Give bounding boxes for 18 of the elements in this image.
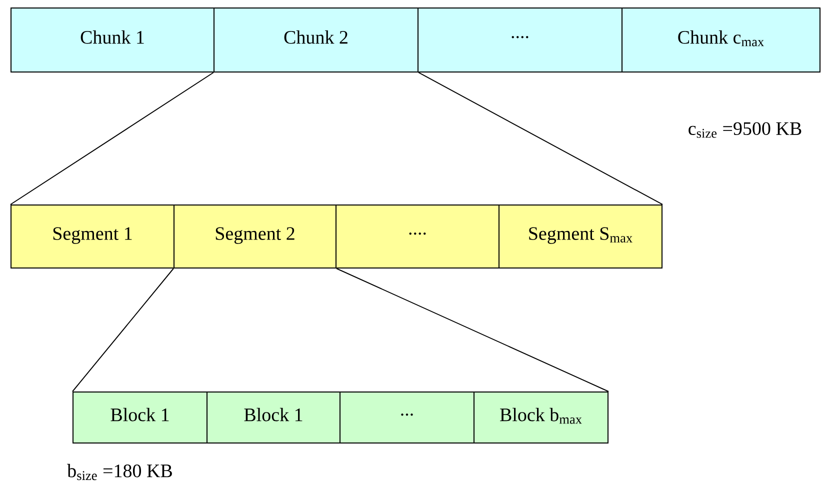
size-note: b$_{size}$ =180 KB <box>67 464 172 480</box>
segment-cell: Segment 1 <box>10 204 174 268</box>
connector-line <box>336 268 609 392</box>
chunk-cell: Chunk 1 <box>10 8 214 72</box>
chunk-cell: .... <box>418 8 622 72</box>
chunk-cell: Chunk c$_{max}$ <box>622 8 820 72</box>
size-note: c$_{size}$ =9500 KB <box>688 122 802 138</box>
segment-cell: Segment S$_{max}$ <box>498 204 662 268</box>
connector-line <box>418 72 663 205</box>
block-cell: Block 1 <box>72 392 208 444</box>
segment-cell: .... <box>336 204 500 268</box>
block-cell: Block 1 <box>206 392 340 444</box>
connector-line <box>10 72 214 205</box>
block-cell: ... <box>340 392 474 444</box>
connector-line <box>72 268 174 392</box>
chunk-cell: Chunk 2 <box>214 8 418 72</box>
block-cell: Block b$_{max}$ <box>474 392 608 444</box>
segment-cell: Segment 2 <box>174 204 336 268</box>
